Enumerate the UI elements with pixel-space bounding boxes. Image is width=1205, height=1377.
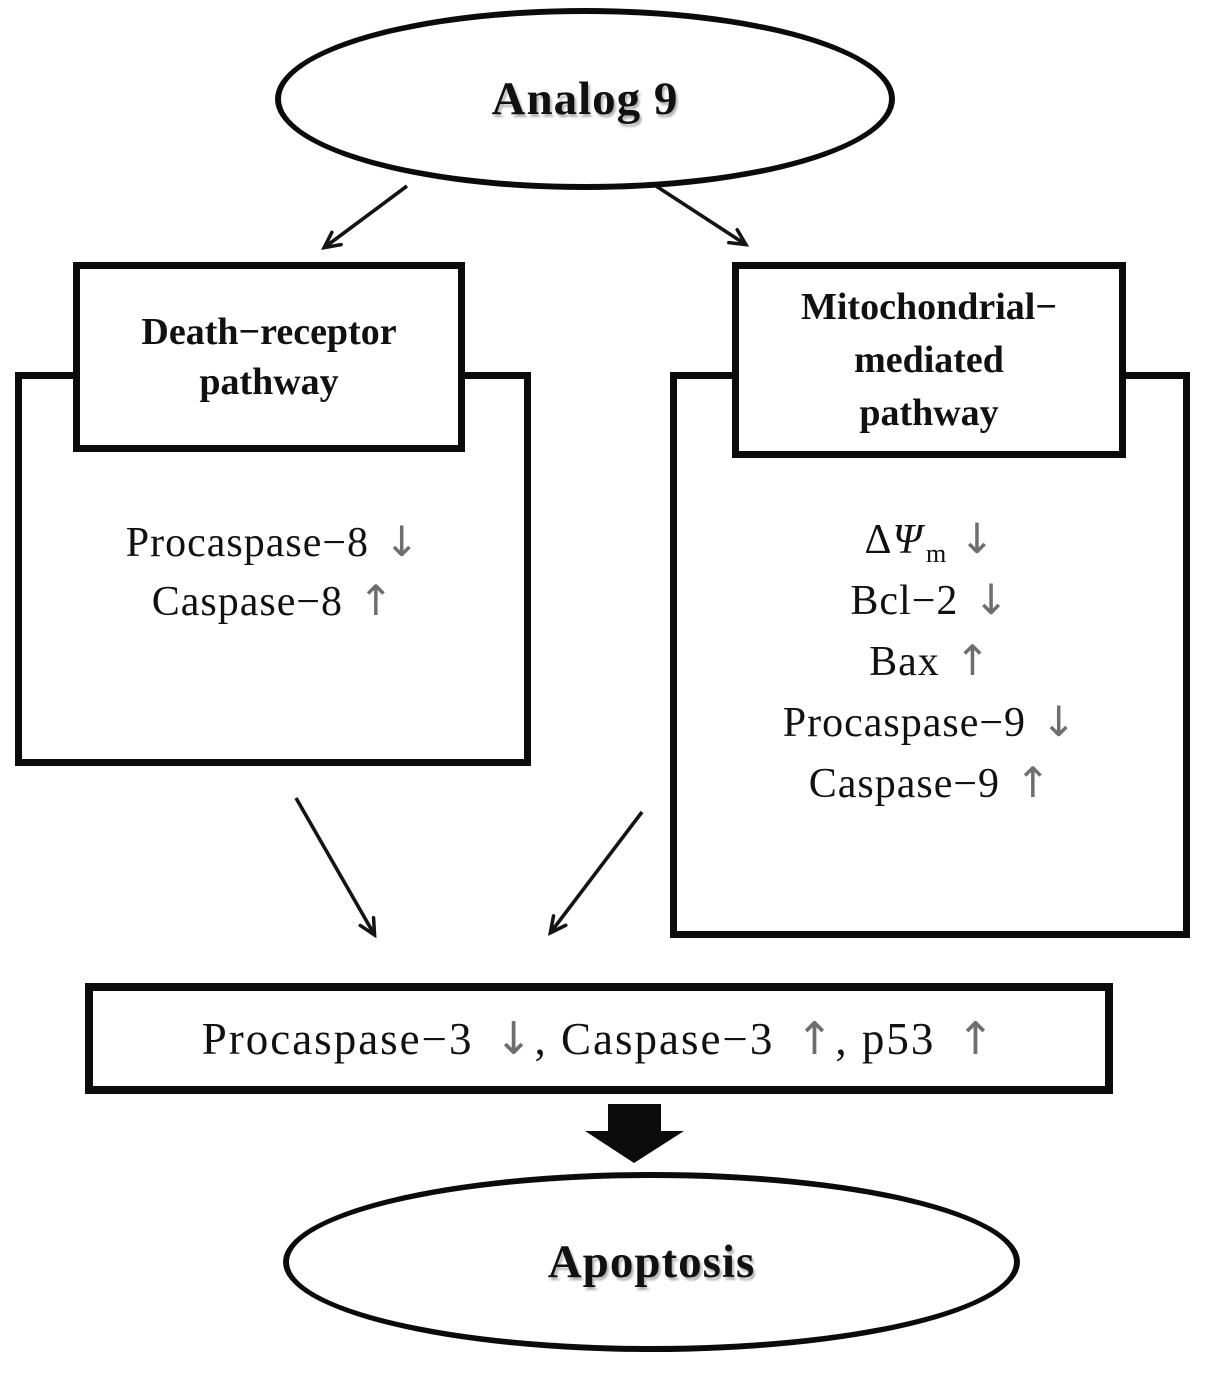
up-arrow-glyph: ↑ [1015,758,1052,807]
convergence-box: Procaspase−3 ↓, Caspase−3 ↑, p53 ↑ [85,983,1113,1094]
pathway-item: Procaspase−8 ↓ [126,513,421,572]
pathway-item: Caspase−8 ↑ [152,572,395,631]
apoptosis-label: Apoptosis [547,1236,756,1288]
item-label: Δ [864,517,893,563]
convergence-text: , Caspase−3 [534,1013,788,1064]
up-arrow-glyph: ↑ [954,636,991,685]
item-label: Bcl−2 [850,578,959,624]
block-arrow-down-icon [585,1104,684,1163]
pathway-item: Caspase−9 ↑ [809,753,1052,814]
convergence-text: Procaspase−3 [201,1013,487,1064]
pathway-item: Bcl−2 ↓ [850,570,1009,631]
pathway-item: Procaspase−9 ↓ [783,692,1078,753]
down-arrow-glyph: ↓ [959,514,996,563]
arrow-analog-to-death-receptor [325,184,409,247]
mitochondrial-header-line: pathway [859,391,999,434]
down-arrow-glyph: ↓ [973,575,1010,624]
down-arrow-glyph: ↓ [384,517,421,566]
up-arrow-glyph: ↑ [795,1012,836,1065]
convergence-text: , p53 [835,1013,949,1064]
item-label: Procaspase−9 [782,700,1027,746]
down-arrow-glyph: ↓ [494,1012,535,1065]
down-arrow-glyph: ↓ [1041,697,1078,746]
arrow-analog-to-mitochondrial [655,184,745,244]
pathway-item: Bax ↑ [869,631,991,692]
death-receptor-header: Death−receptor pathway [73,262,465,452]
mitochondrial-header: Mitochondrial− mediated pathway [732,262,1126,458]
apoptosis-node: Apoptosis [283,1172,1020,1352]
up-arrow-glyph: ↑ [358,576,395,625]
analog9-node: Analog 9 [275,8,895,190]
analog9-label: Analog 9 [491,73,679,125]
item-label: Procaspase−8 [125,520,370,566]
mitochondrial-header-line: Mitochondrial− [801,285,1057,328]
death-receptor-header-line: pathway [199,361,339,403]
item-label: Bax [869,639,940,685]
item-subscript: m [926,539,948,569]
arrow-mitochondrial-to-convergence [551,810,644,932]
mitochondrial-header-line: mediated [854,338,1004,381]
item-label: Caspase−9 [808,761,1001,807]
arrow-death-receptor-to-convergence [294,797,374,934]
death-receptor-header-line: Death−receptor [141,311,397,353]
item-label-italic: Ψ [892,517,924,563]
item-label: Caspase−8 [151,579,344,625]
up-arrow-glyph: ↑ [956,1012,997,1065]
